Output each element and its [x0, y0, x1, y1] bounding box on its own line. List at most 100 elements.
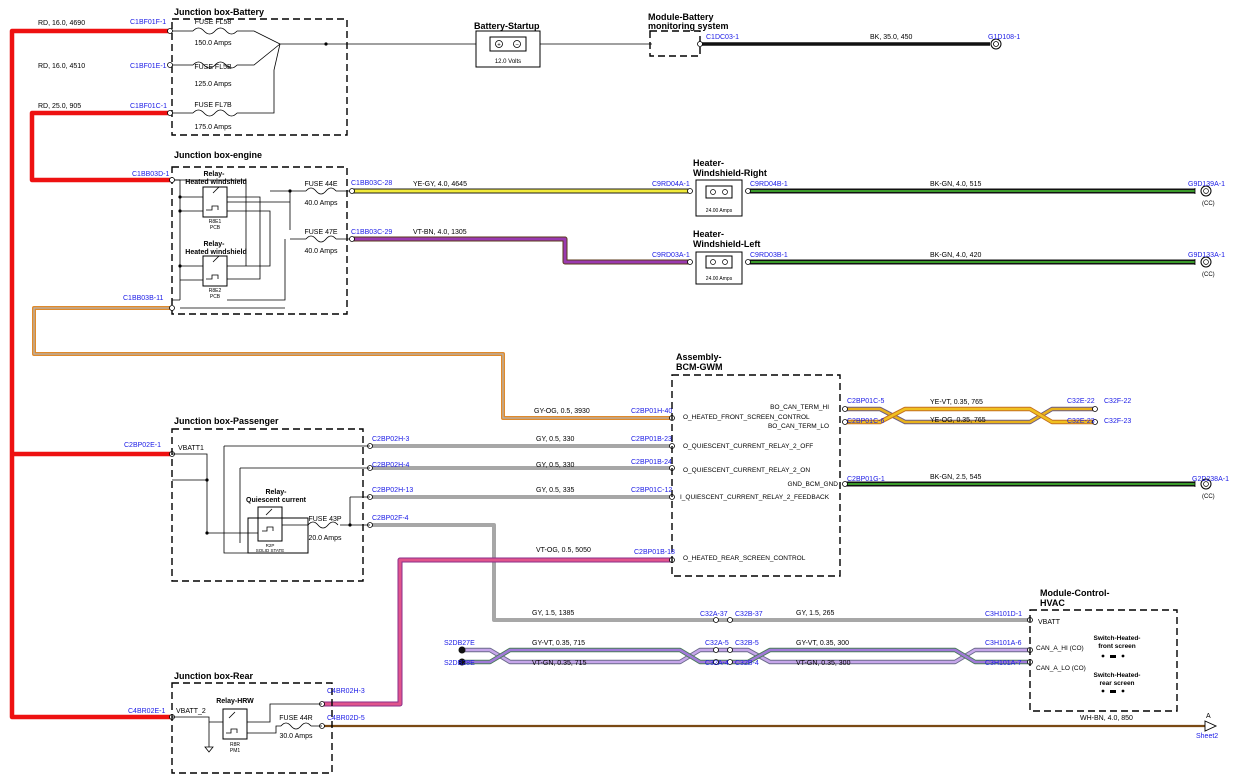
pin-g9d133a1: G9D133A-1 — [1188, 252, 1225, 259]
ground-symbol-g2d238a — [1194, 478, 1212, 490]
pin-c2bp02h13: C2BP02H-13 — [372, 487, 413, 494]
wire-vt-og-core — [322, 558, 672, 706]
fuse-fl7b-rating: 175.0 Amps — [195, 124, 232, 131]
sheet-a-label: A — [1206, 713, 1211, 720]
wire-label-bk-gn-right: BK-GN, 4.0, 515 — [930, 181, 981, 188]
pin-c1bb03c28: C1BB03C-28 — [351, 180, 392, 187]
wire-vt-og — [322, 557, 672, 707]
pin-c9rd03a1: C9RD03A-1 — [652, 252, 690, 259]
wire-label-gy-vt-300: GY-VT, 0.35, 300 — [796, 640, 849, 647]
module-battery-title-l2: monitoring system — [648, 21, 729, 31]
wire-red-rd3 — [29, 110, 172, 183]
cc-label-3: (CC) — [1202, 494, 1215, 500]
wire-label-gy-off: GY, 0.5, 330 — [536, 436, 575, 443]
hvac-title-l2: HVAC — [1040, 598, 1065, 608]
pin-s2db27e: S2DB27E — [444, 640, 475, 647]
fuse-44r-name: FUSE 44R — [279, 715, 312, 722]
jb-passenger-title: Junction box-Passenger — [174, 416, 279, 426]
relay-qc-l1: Relay- — [265, 489, 287, 496]
sig-o-heated-front: O_HEATED_FRONT_SCREEN_CONTROL — [683, 414, 810, 421]
sig-vbatt2: VBATT_2 — [176, 708, 206, 715]
bcm-title-l1: Assembly- — [676, 352, 722, 362]
pin-c1bb03c29: C1BB03C-29 — [351, 229, 392, 236]
fuse-fl58-name: FUSE FL58 — [195, 19, 232, 26]
relay-qc-pcb: SOLID STATE — [256, 548, 285, 553]
pin-c2bp02h4: C2BP02H-4 — [372, 462, 409, 469]
wire-ye-vt-core — [845, 407, 1095, 424]
wire-ye-og-core — [845, 407, 1095, 424]
wire-label-vt-gn-715: VT-GN, 0.35, 715 — [532, 660, 587, 667]
fuse-fl58-rating: 150.0 Amps — [195, 40, 232, 47]
heater-symbols — [705, 185, 733, 269]
wire-label-bk-battery: BK, 35.0, 450 — [870, 34, 913, 41]
wire-label-rd1: RD, 16.0, 4690 — [38, 20, 85, 27]
pin-c2bp01b18: C2BP01B-18 — [634, 549, 675, 556]
pin-c1dc031: C1DC03-1 — [706, 34, 739, 41]
sig-i-qc-fb: I_QUIESCENT_CURRENT_RELAY_2_FEEDBACK — [680, 494, 830, 501]
sw-rear-l2: rear screen — [1099, 680, 1134, 687]
wire-label-gy-on: GY, 0.5, 330 — [536, 462, 575, 469]
pin-c2bp01c12: C2BP01C-12 — [631, 487, 672, 494]
wire-label-bk-gn-bcm: BK-GN, 2.5, 545 — [930, 474, 981, 481]
wire-label-vt-gn-300: VT-GN, 0.35, 300 — [796, 660, 851, 667]
pin-c32b4: C32B-4 — [735, 660, 759, 667]
sheet2-arrow-icon — [1204, 720, 1218, 732]
hvac-box — [1029, 609, 1178, 712]
wire-vt-gn-can-core — [462, 648, 1030, 664]
ground-symbol-g9d133a — [1194, 256, 1212, 268]
wire-label-gy-265: GY, 1.5, 265 — [796, 610, 835, 617]
wire-label-rd2: RD, 16.0, 4510 — [38, 63, 85, 70]
pin-c32f23: C32F-23 — [1104, 418, 1131, 425]
bcm-title-l2: BCM-GWM — [676, 362, 723, 372]
pin-g2d238a1: G2D238A-1 — [1192, 476, 1229, 483]
pin-c32f22: C32F-22 — [1104, 398, 1131, 405]
pin-c1bf01f1: C1BF01F-1 — [130, 19, 166, 26]
hvac-switch-symbols — [1101, 654, 1125, 693]
module-battery-title-l1: Module-Battery — [648, 12, 714, 22]
svg-text:+: + — [497, 43, 501, 49]
wire-label-rd3: RD, 25.0, 905 — [38, 103, 81, 110]
jb-battery-internals — [172, 27, 328, 117]
battery-startup-title: Battery-Startup — [474, 21, 540, 31]
pin-c2bp02f4: C2BP02F-4 — [372, 515, 409, 522]
pin-c4br02e1: C4BR02E-1 — [128, 708, 165, 715]
jb-engine-box — [171, 166, 348, 315]
sig-can-a-hi: CAN_A_HI (CO) — [1036, 645, 1084, 652]
wire-label-gy-vt-715: GY-VT, 0.35, 715 — [532, 640, 585, 647]
pin-c32a37: C32A-37 — [700, 611, 728, 618]
relay-ws2-l1: Relay- — [203, 241, 225, 248]
pin-c32b37: C32B-37 — [735, 611, 763, 618]
bcm-box — [671, 374, 841, 577]
wire-label-gy-og: GY-OG, 0.5, 3930 — [534, 408, 590, 415]
heater-left-rating: 24.00 Amps — [706, 276, 733, 282]
sig-o-qc-off: O_QUIESCENT_CURRENT_RELAY_2_OFF — [683, 443, 813, 450]
relay-hrw-pcb: PM1 — [230, 748, 241, 754]
fuse-44e-name: FUSE 44E — [304, 181, 337, 188]
ground-symbol-g1d108 — [990, 38, 1002, 50]
pin-c1bf01c1: C1BF01C-1 — [130, 103, 167, 110]
relay-ws2-l2: Heated windshield — [185, 249, 246, 256]
pin-c3h101a6: C3H101A-6 — [985, 640, 1022, 647]
pin-g1d1081: G1D108-1 — [988, 34, 1020, 41]
relay-qc-id: R2P — [266, 543, 275, 548]
pin-c32e22: C32E-22 — [1067, 398, 1095, 405]
hvac-title-l1: Module-Control- — [1040, 588, 1109, 598]
fuse-47e-name: FUSE 47E — [304, 229, 337, 236]
sig-bo-can-lo: BO_CAN_TERM_LO — [768, 423, 829, 430]
wire-label-gy-1385: GY, 1.5, 1385 — [532, 610, 574, 617]
wire-red-feed — [9, 28, 172, 720]
wire-vt-bn — [352, 236, 690, 265]
pin-c2bp02h3: C2BP02H-3 — [372, 436, 409, 443]
pin-c3h101a7: C3H101A-7 — [985, 660, 1022, 667]
fuse-47e-rating: 40.0 Amps — [304, 248, 338, 255]
pin-c32e23: C32E-23 — [1067, 418, 1095, 425]
pin-c2bp01b24: C2BP01B-24 — [631, 459, 672, 466]
wire-label-vt-bn: VT-BN, 4.0, 1305 — [413, 229, 467, 236]
sheet2-link[interactable]: Sheet2 — [1196, 733, 1218, 740]
pin-c4br02d5: C4BR02D-5 — [327, 715, 365, 722]
fuse-fl7b-name: FUSE FL7B — [194, 102, 232, 109]
relay-qc-l2: Quiescent current — [246, 497, 307, 504]
pin-c9rd04a1: C9RD04A-1 — [652, 181, 690, 188]
pin-c32a5: C32A-5 — [705, 640, 729, 647]
